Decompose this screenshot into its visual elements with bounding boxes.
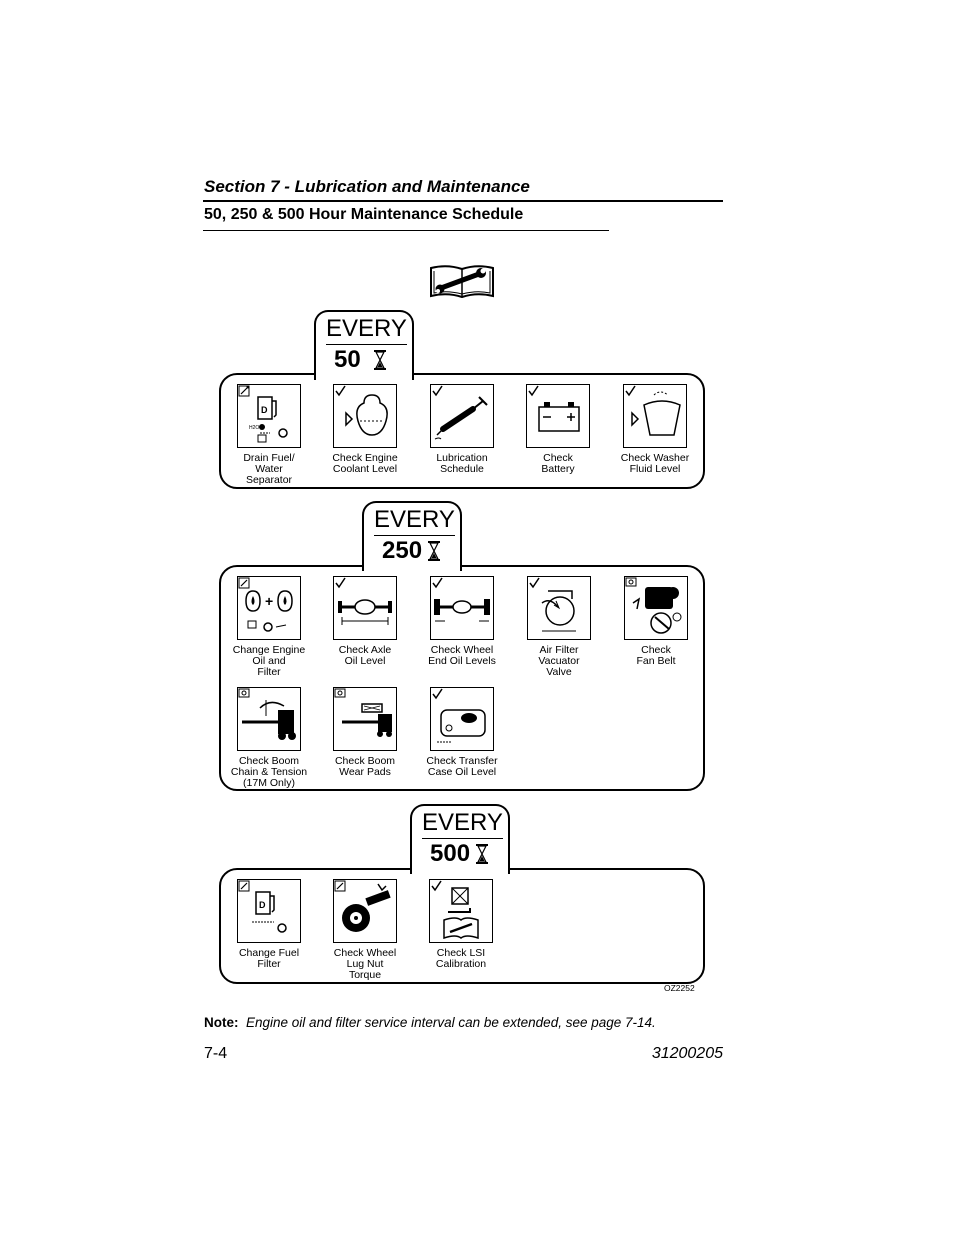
tile-change-engine-oil-filter: + Change Engine Oil and Filter xyxy=(221,576,317,678)
tile-check-wheel-lug-nut: Check Wheel Lug Nut Torque xyxy=(317,879,413,981)
fan-belt-icon xyxy=(624,576,688,640)
every-250-panel: + Change Engine Oil and Filter Check Axl… xyxy=(219,565,705,791)
tile-label: Check Battery xyxy=(541,452,575,475)
tile-check-transfer-case: Check Transfer Case Oil Level xyxy=(414,687,510,778)
tile-check-fan-belt: Check Fan Belt xyxy=(608,576,704,667)
tile-air-filter-vacuator: Air Filter Vacuator Valve xyxy=(511,576,607,678)
every-label: EVERY xyxy=(374,507,455,536)
every-50-tab: EVERY 50 xyxy=(314,310,414,380)
header-rule xyxy=(203,200,723,202)
page-title: 50, 250 & 500 Hour Maintenance Schedule xyxy=(204,206,524,223)
section-title: Section 7 - Lubrication and Maintenance xyxy=(204,177,530,196)
tile-label: Change Fuel Filter xyxy=(238,947,300,970)
hours-value: 250 xyxy=(382,537,423,564)
every-label: EVERY xyxy=(326,316,407,345)
every-250-tab: EVERY 250 xyxy=(362,501,462,571)
every-50-panel: D H2O Drain Fuel/ Water Separator Check … xyxy=(219,373,705,489)
tile-label: Check Boom Wear Pads xyxy=(334,755,396,778)
svg-text:H2O: H2O xyxy=(249,425,259,431)
tile-label: Check Transfer Case Oil Level xyxy=(426,755,498,778)
tile-label: Check Washer Fluid Level xyxy=(620,452,690,475)
note: Note: Engine oil and filter service inte… xyxy=(204,1015,656,1030)
every-label: EVERY xyxy=(422,810,503,839)
svg-text:D: D xyxy=(261,405,268,415)
boom-wear-pads-icon xyxy=(333,687,397,751)
tile-check-wheel-end-oil: Check Wheel End Oil Levels xyxy=(414,576,510,667)
every-500-panel: D Change Fuel Filter Check Wheel Lug Nut… xyxy=(219,868,705,984)
wheel-lug-nut-icon xyxy=(333,879,397,943)
hours-value: 50 xyxy=(334,346,361,373)
hourglass-icon xyxy=(374,350,386,370)
fuel-filter-icon: D xyxy=(237,879,301,943)
fuel-water-separator-icon: D H2O xyxy=(237,384,301,448)
tile-label: Check LSI Calibration xyxy=(435,947,487,970)
hourglass-icon xyxy=(428,541,440,561)
wheel-end-oil-icon xyxy=(430,576,494,640)
tile-check-lsi-calibration: Check LSI Calibration xyxy=(413,879,509,970)
tile-lubrication-schedule: Lubrication Schedule xyxy=(414,384,510,475)
tile-check-axle-oil: Check Axle Oil Level xyxy=(317,576,413,667)
washer-fluid-icon xyxy=(623,384,687,448)
tile-check-engine-coolant: Check Engine Coolant Level xyxy=(317,384,413,475)
tile-label: Check Wheel End Oil Levels xyxy=(428,644,496,667)
document-number: 31200205 xyxy=(651,1045,723,1062)
tile-label: Drain Fuel/ Water Separator xyxy=(243,452,295,486)
service-manual-icon xyxy=(430,265,494,299)
grease-gun-icon xyxy=(430,384,494,448)
tile-label: Check Boom Chain & Tension (17M Only) xyxy=(230,755,308,789)
tile-check-boom-wear-pads: Check Boom Wear Pads xyxy=(317,687,413,778)
tile-check-washer-fluid: Check Washer Fluid Level xyxy=(607,384,703,475)
boom-chain-icon xyxy=(237,687,301,751)
tile-label: Air Filter Vacuator Valve xyxy=(538,644,580,678)
transfer-case-icon xyxy=(430,687,494,751)
air-filter-vacuator-icon xyxy=(527,576,591,640)
hourglass-icon xyxy=(476,844,488,864)
tile-label: Check Wheel Lug Nut Torque xyxy=(333,947,397,981)
tile-drain-fuel-water-separator: D H2O Drain Fuel/ Water Separator xyxy=(221,384,317,486)
tile-change-fuel-filter: D Change Fuel Filter xyxy=(221,879,317,970)
svg-text:+: + xyxy=(265,593,273,609)
figure-id: OZ2252 xyxy=(664,983,695,993)
axle-oil-icon xyxy=(333,576,397,640)
coolant-level-icon xyxy=(333,384,397,448)
page-number: 7-4 xyxy=(204,1045,228,1062)
tile-check-boom-chain: Check Boom Chain & Tension (17M Only) xyxy=(221,687,317,789)
lsi-calibration-icon xyxy=(429,879,493,943)
tile-label: Check Axle Oil Level xyxy=(338,644,392,667)
hours-value: 500 xyxy=(430,840,471,867)
tile-check-battery: Check Battery xyxy=(510,384,606,475)
tile-label: Check Engine Coolant Level xyxy=(332,452,398,475)
note-label: Note: xyxy=(204,1015,239,1030)
title-underline xyxy=(203,230,609,231)
note-text: Engine oil and filter service interval c… xyxy=(246,1015,656,1030)
every-500-tab: EVERY 500 xyxy=(410,804,510,874)
battery-icon xyxy=(526,384,590,448)
tile-label: Check Fan Belt xyxy=(636,644,676,667)
tile-label: Change Engine Oil and Filter xyxy=(232,644,306,678)
svg-text:D: D xyxy=(259,900,266,910)
tile-label: Lubrication Schedule xyxy=(436,452,488,475)
engine-oil-filter-icon: + xyxy=(237,576,301,640)
